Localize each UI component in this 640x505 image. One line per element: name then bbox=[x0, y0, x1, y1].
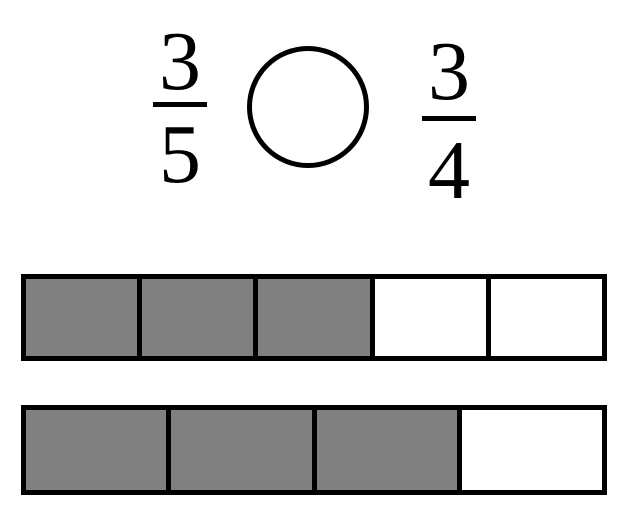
unshaded-part bbox=[374, 279, 491, 356]
comparison-answer-circle[interactable] bbox=[247, 46, 369, 168]
shaded-part bbox=[316, 410, 462, 490]
denominator: 4 bbox=[428, 124, 470, 217]
fraction-three-fifths: 3 5 bbox=[140, 20, 220, 197]
fraction-bar bbox=[422, 116, 476, 121]
shaded-part bbox=[171, 410, 317, 490]
unshaded-part bbox=[461, 410, 602, 490]
numerator: 3 bbox=[159, 15, 201, 108]
fraction-three-fourths: 3 4 bbox=[409, 30, 489, 213]
fraction-bar bbox=[153, 102, 207, 107]
numerator: 3 bbox=[428, 25, 470, 118]
unshaded-part bbox=[490, 279, 603, 356]
shaded-part bbox=[26, 410, 172, 490]
shaded-part bbox=[26, 279, 143, 356]
shaded-part bbox=[142, 279, 259, 356]
denominator: 5 bbox=[159, 108, 201, 201]
fraction-strip-fourths bbox=[21, 405, 607, 495]
shaded-part bbox=[258, 279, 375, 356]
fraction-strip-fifths bbox=[21, 274, 607, 361]
